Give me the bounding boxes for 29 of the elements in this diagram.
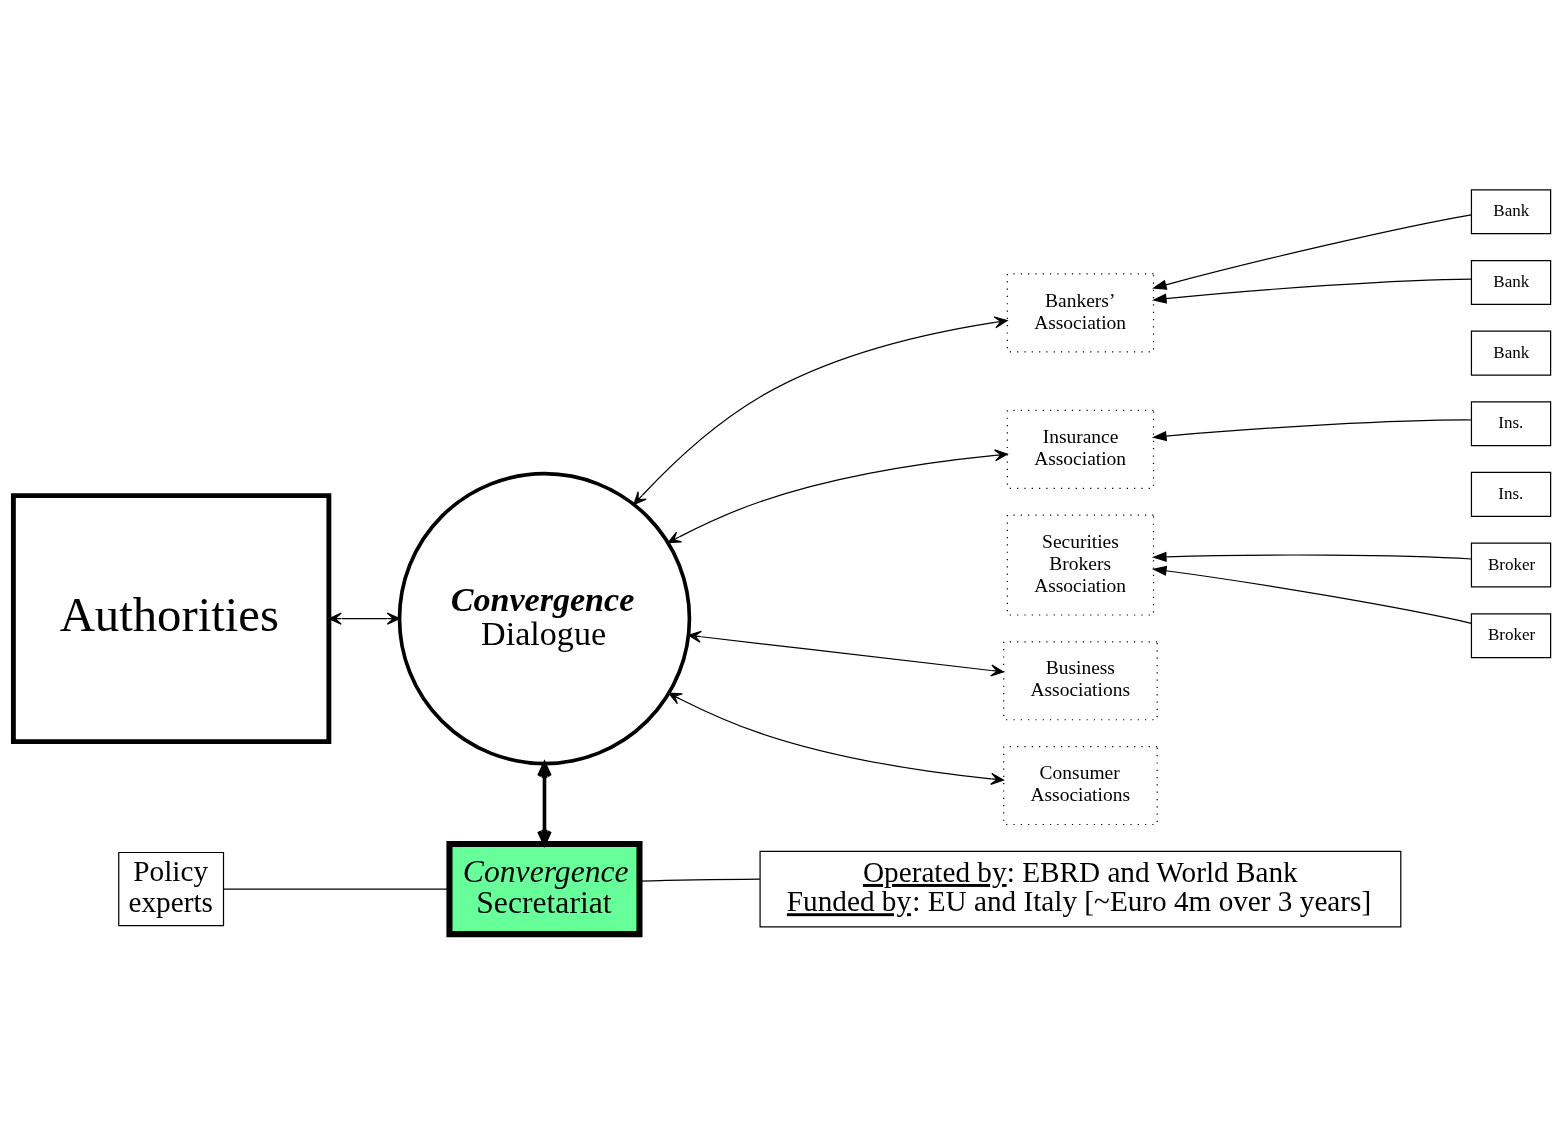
node-circle: Convergence Dialogue: [397, 471, 692, 765]
node-box: Convergence Secretariat: [446, 840, 643, 937]
arrow: [1151, 565, 1472, 624]
arrow: [537, 761, 552, 845]
node-box: Broker: [1470, 542, 1552, 588]
node-box: Bankers’ Association: [1006, 272, 1155, 352]
node-box: Authorities: [10, 492, 332, 744]
arrow: [328, 612, 401, 625]
arrow: [1151, 551, 1472, 562]
arrow: [1152, 213, 1472, 290]
node-box: Bank: [1470, 259, 1552, 305]
arrow: [667, 448, 1008, 543]
arrow: [633, 315, 1008, 505]
node-box: Broker: [1470, 612, 1552, 658]
arrow: [668, 692, 1004, 785]
arrow: [1151, 278, 1472, 304]
node-box: Insurance Association: [1006, 409, 1155, 489]
node-box: Operated by: EBRD and World Bank Funded by: EU and Italy [~Euro 4m over 3 years]: [759, 850, 1402, 927]
arrow: [1151, 418, 1472, 441]
node-box: Business Associations: [1003, 640, 1158, 720]
node-box: Bank: [1470, 330, 1552, 376]
node-box: Securities Brokers Association: [1006, 514, 1155, 616]
node-box: Consumer Associations: [1003, 745, 1158, 825]
arrow: [688, 630, 1004, 677]
connector: [222, 887, 450, 890]
node-box: Ins.: [1470, 471, 1552, 517]
node-box: Policy experts: [118, 851, 225, 926]
node-box: Ins.: [1470, 400, 1552, 446]
node-box: Bank: [1470, 188, 1552, 234]
